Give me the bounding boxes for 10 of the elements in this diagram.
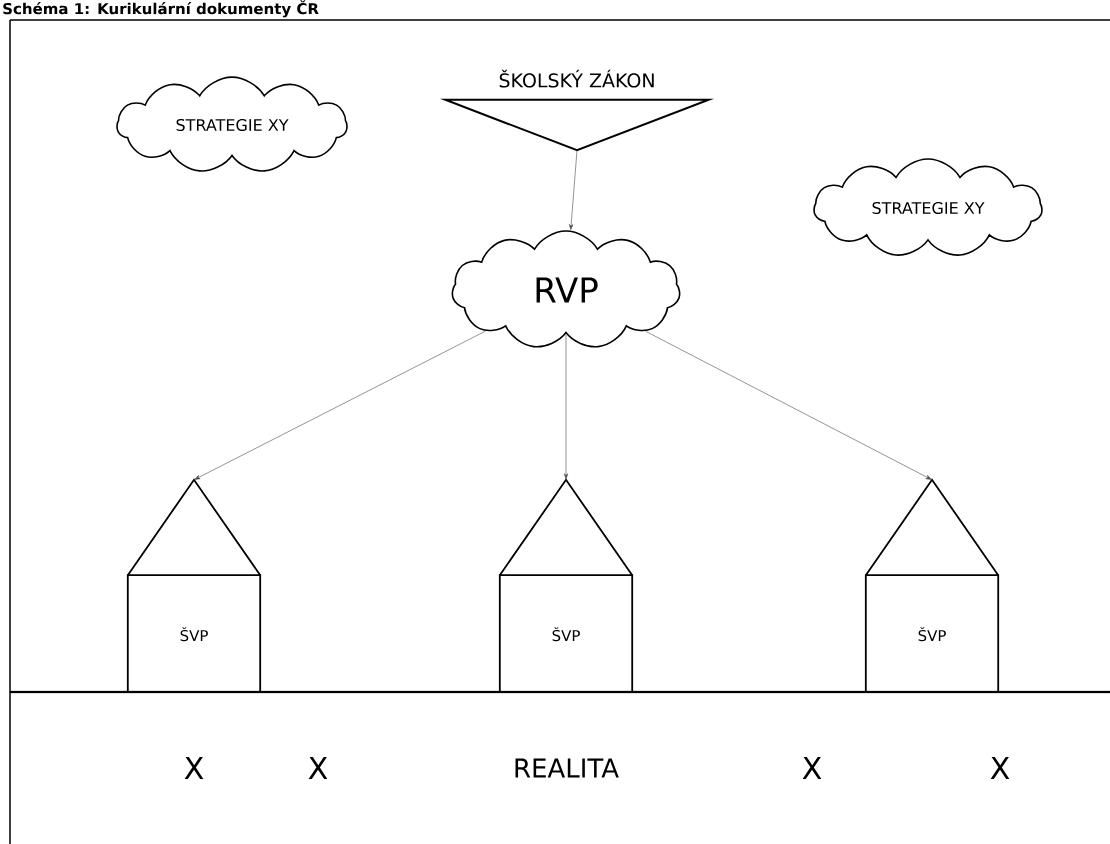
ground-label: REALITA [515,758,619,778]
arrow [194,330,486,480]
ground-label: X [990,757,1010,779]
ground-label: X [308,757,328,779]
ground-label: X [184,757,204,779]
node-label: ŠKOLSKÝ ZÁKON [499,69,654,88]
ground-label: X [802,757,822,779]
title: Schéma 1: Kurikulární dokumenty ČR [3,0,319,18]
arrow [645,331,932,480]
arrow [569,149,578,230]
